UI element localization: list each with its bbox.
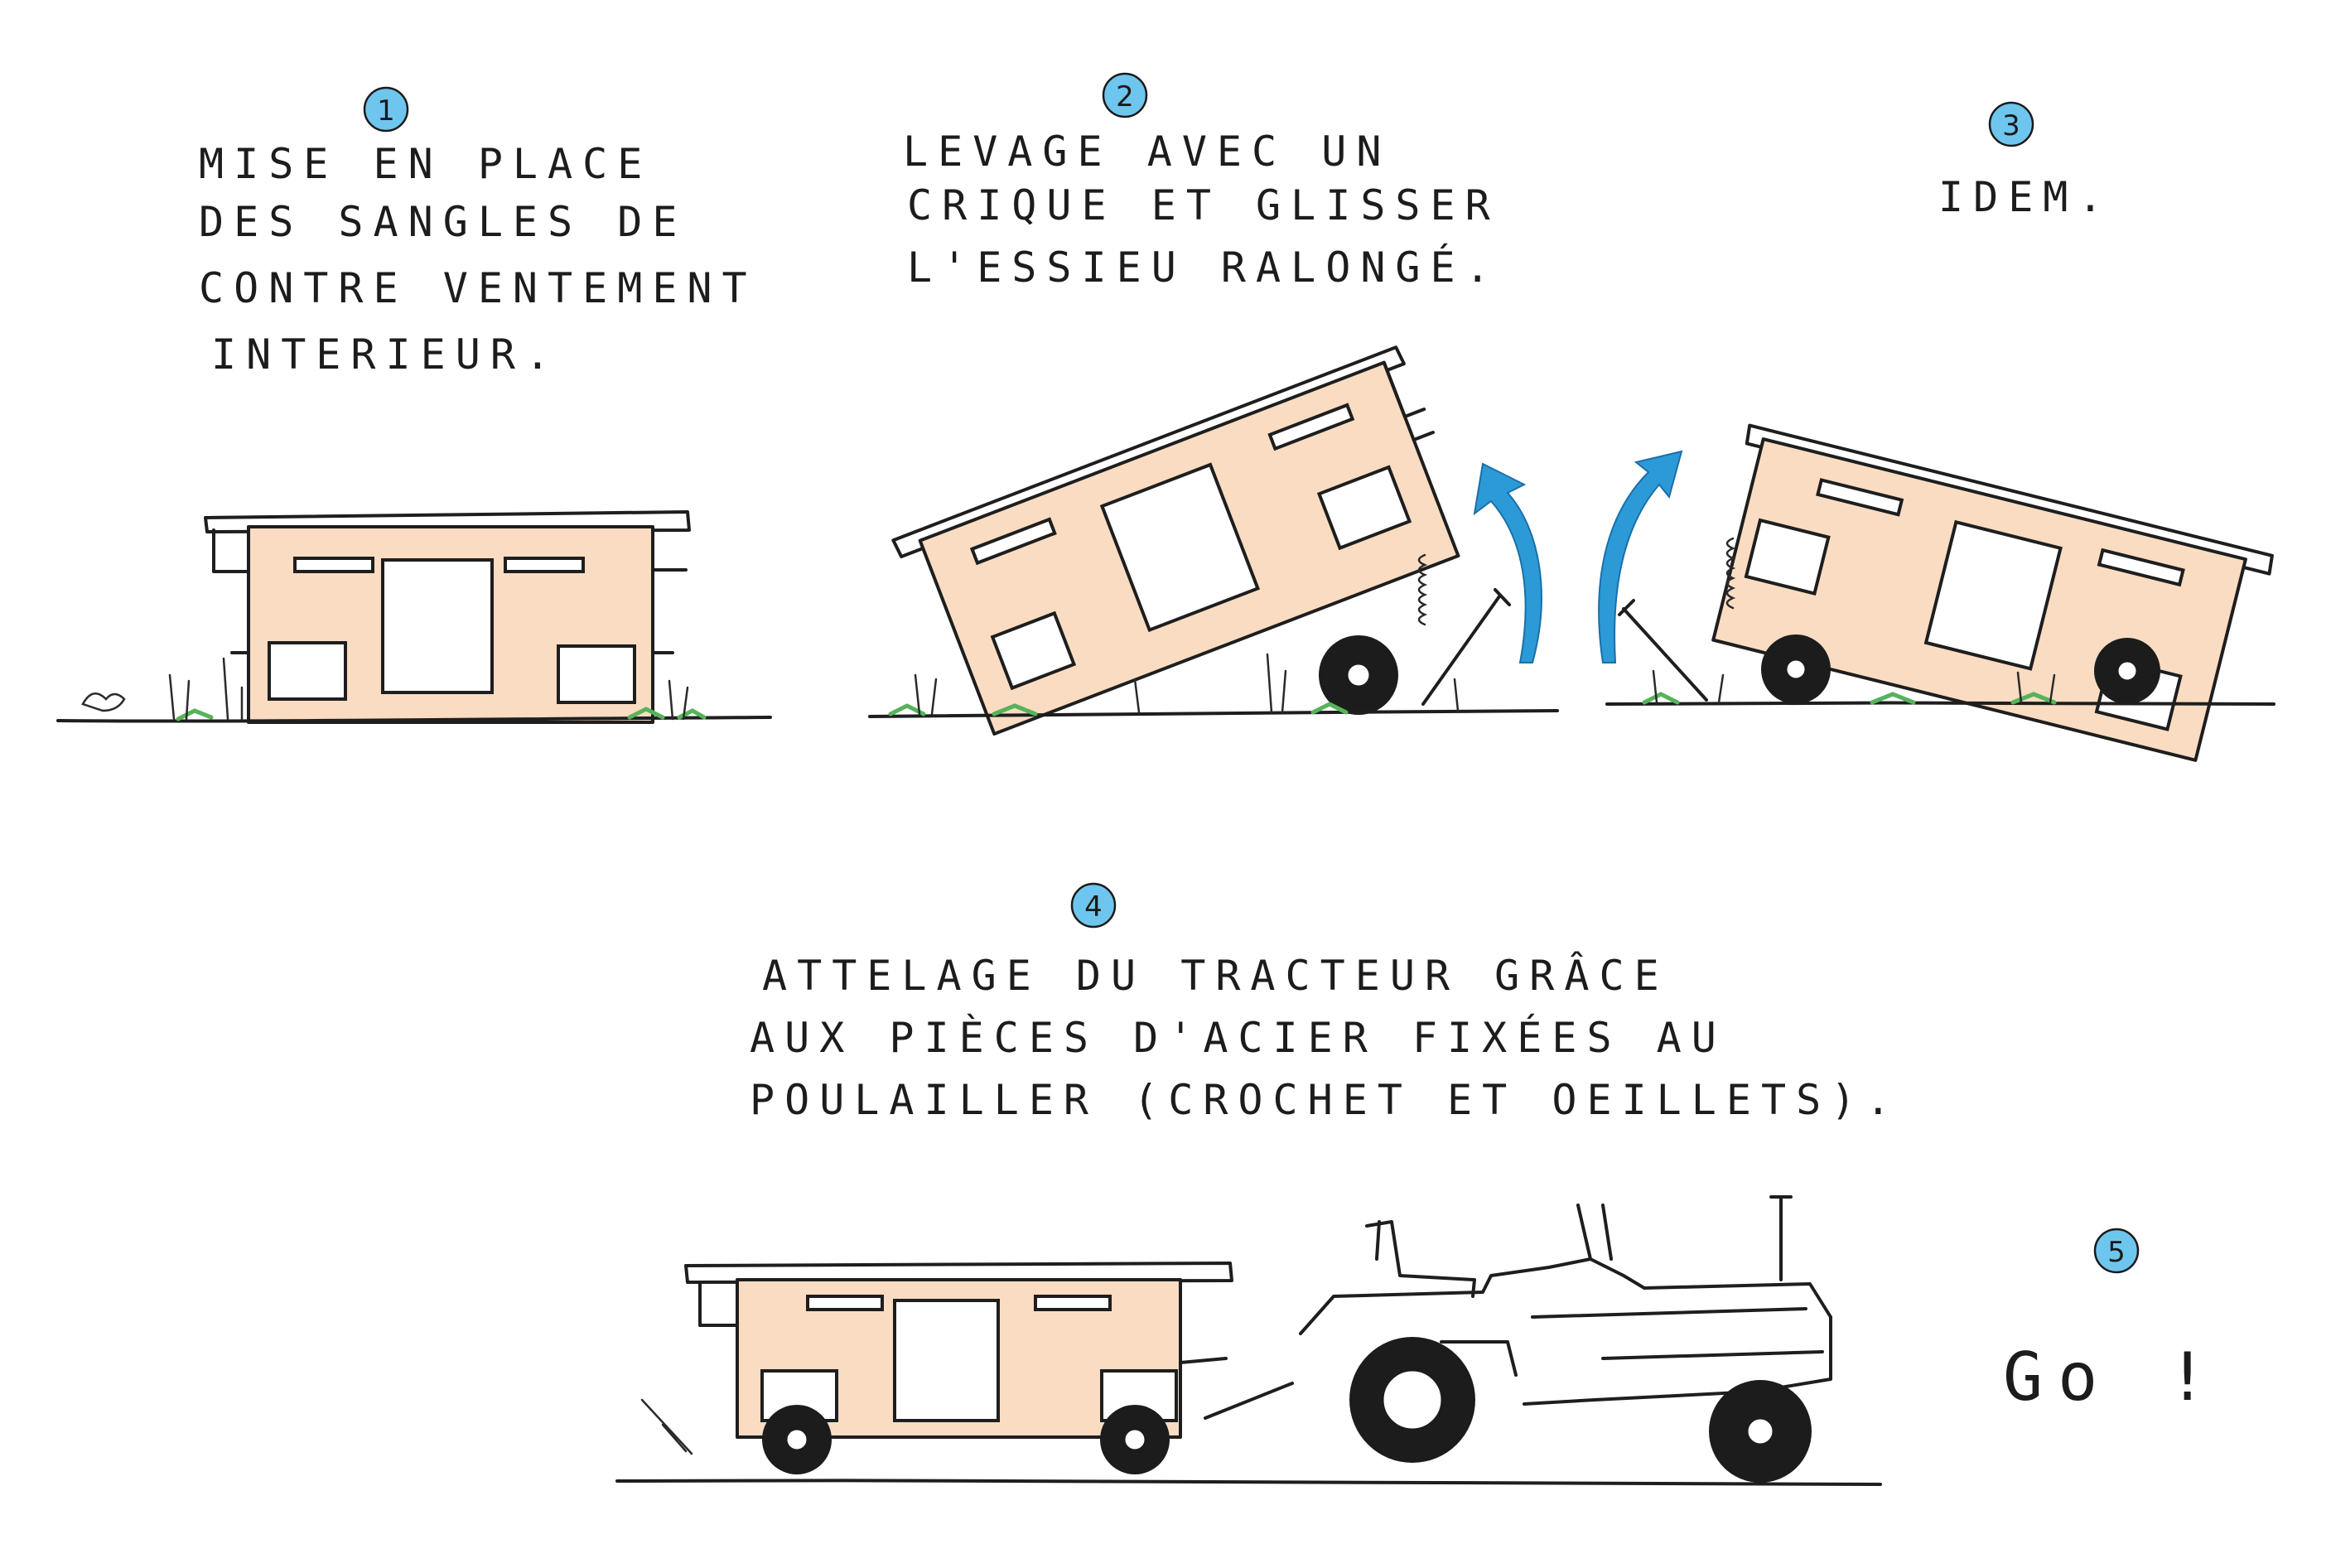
window <box>557 644 636 704</box>
step-number: 1 <box>377 94 395 128</box>
window <box>504 557 585 573</box>
ground-line <box>1605 701 2276 706</box>
grass-blades <box>1652 669 2056 704</box>
step-caption-line: POULAILLER (CROCHET ET OEILLETS). <box>750 1076 1900 1124</box>
step-5: 5 Go ! <box>2003 1228 2222 1416</box>
chicken-coop <box>204 510 691 724</box>
wheel <box>762 1405 832 1474</box>
window <box>1267 403 1355 451</box>
chicken-coop-tilted <box>1711 423 2274 762</box>
grass-blades <box>168 657 689 721</box>
jack-lever <box>1618 599 1708 702</box>
window <box>268 641 347 701</box>
window <box>2097 548 2185 587</box>
grass-blades <box>914 653 1460 716</box>
door <box>893 1299 1000 1422</box>
grass <box>888 702 1349 716</box>
tractor-front-wheel <box>1349 1337 1475 1463</box>
step-caption-line: ATTELAGE DU TRACTEUR GRÂCE <box>762 951 1669 1000</box>
step-number: 5 <box>2107 1236 2126 1269</box>
step-caption-line: IDEM. <box>1938 173 2113 221</box>
step-badge <box>2093 1228 2140 1274</box>
wheel <box>1319 635 1398 715</box>
chicken-icon <box>81 692 126 712</box>
window <box>969 517 1057 566</box>
ground-line <box>868 709 1559 718</box>
ground-line <box>615 1479 1882 1486</box>
window <box>1816 478 1904 517</box>
step-2: 2 LEVAGE AVEC UN CRIQUE ET GLISSER L'ESS… <box>868 72 1559 736</box>
jack-lever <box>1421 588 1511 706</box>
window <box>293 557 374 573</box>
jack-icon <box>1725 537 1736 610</box>
tractor <box>1299 1195 1832 1483</box>
window <box>1744 518 1831 596</box>
wheel <box>1100 1405 1170 1474</box>
lift-arrow-icon <box>1598 450 1683 663</box>
step-caption-line: Go ! <box>2003 1339 2222 1416</box>
chicken-coop-tilted <box>891 345 1460 736</box>
step-badge <box>1988 101 2034 147</box>
step-caption-line: INTERIEUR. <box>211 330 560 379</box>
step-caption-line: DES SANGLES DE <box>199 198 687 246</box>
ground-line <box>56 716 772 723</box>
step-caption-line: L'ESSIEU RALONGÉ. <box>907 243 1500 292</box>
wheel <box>1761 634 1831 704</box>
step-caption-line: CONTRE VENTEMENT <box>199 264 757 312</box>
step-3: 3 IDEM. <box>1598 101 2276 762</box>
step-badge <box>363 86 409 133</box>
door <box>381 558 494 694</box>
window <box>990 610 1077 691</box>
grass <box>1642 692 2057 705</box>
door <box>1099 462 1261 633</box>
wheel <box>2094 638 2160 704</box>
jack-icon <box>1417 553 1428 626</box>
step-number: 2 <box>1116 80 1134 113</box>
step-number: 3 <box>2002 109 2020 142</box>
lift-arrow-icon <box>1473 462 1542 663</box>
motion-lines <box>640 1398 693 1455</box>
tractor-rear-wheel <box>1709 1380 1812 1483</box>
tow-hitch <box>1179 1357 1294 1420</box>
step-caption-line: MISE EN PLACE <box>199 140 652 188</box>
step-caption-line: CRIQUE ET GLISSER <box>907 181 1500 229</box>
step-1: 1 MISE EN PLACE DES SANGLES DE CONTRE VE… <box>56 86 772 724</box>
window <box>806 1295 884 1311</box>
chicken-coop-on-wheels <box>684 1262 1233 1474</box>
step-caption-line: AUX PIÈCES D'ACIER FIXÉES AU <box>750 1013 1726 1062</box>
door <box>1923 519 2063 671</box>
step-4: 4 ATTELAGE DU TRACTEUR GRÂCE AUX PIÈCES … <box>615 882 1900 1486</box>
window <box>1316 465 1412 551</box>
step-badge <box>1070 882 1117 929</box>
window <box>1034 1295 1112 1311</box>
step-number: 4 <box>1084 890 1103 924</box>
step-caption-line: LEVAGE AVEC UN <box>903 128 1391 176</box>
step-badge <box>1102 72 1148 118</box>
